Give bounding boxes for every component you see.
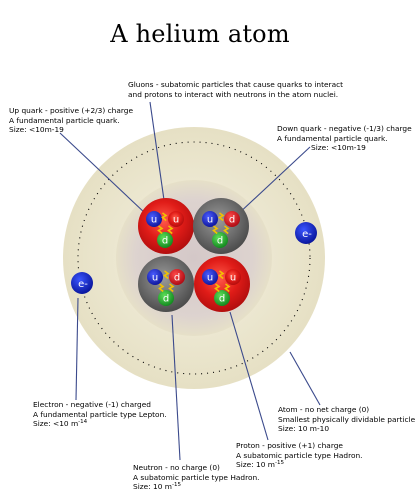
atom-diagram: u u d u d d u d d u bbox=[59, 101, 325, 461]
electron-right: e- bbox=[295, 222, 317, 244]
electron-orbit bbox=[77, 141, 311, 375]
up-quark bbox=[202, 269, 218, 285]
proton-bottom-right: u u d bbox=[194, 256, 250, 312]
svg-text:d: d bbox=[217, 236, 223, 247]
neutron-pointer bbox=[171, 314, 181, 461]
svg-text:u: u bbox=[207, 215, 213, 226]
neutron-label: Neutron - no charge (0) A subatomic part… bbox=[133, 463, 260, 492]
gluons-label: Gluons - subatomic particles that cause … bbox=[128, 80, 344, 99]
electron-pointer bbox=[75, 297, 79, 401]
down-quark bbox=[224, 211, 240, 227]
green-quark bbox=[157, 232, 173, 248]
proton-top-left: u u d bbox=[138, 198, 194, 254]
svg-text:d: d bbox=[162, 236, 168, 247]
svg-text:d: d bbox=[229, 215, 235, 226]
down-quark bbox=[169, 269, 185, 285]
electron-label: Electron - negative (-1) charged A funda… bbox=[33, 400, 167, 429]
up-quark bbox=[168, 211, 184, 227]
nucleus-halo bbox=[116, 180, 272, 336]
svg-text:u: u bbox=[230, 273, 236, 284]
proton-pointer bbox=[229, 311, 269, 441]
up-quark bbox=[146, 211, 162, 227]
green-quark bbox=[158, 290, 174, 306]
neutron-top-right: u d d bbox=[193, 198, 249, 254]
pointer-lines bbox=[59, 101, 321, 461]
up-quark bbox=[225, 269, 241, 285]
up-quark-pointer bbox=[59, 132, 147, 215]
svg-text:u: u bbox=[152, 273, 158, 284]
svg-text:u: u bbox=[173, 215, 179, 226]
svg-text:e-: e- bbox=[302, 229, 312, 240]
proton-label: Proton - positive (+1) charge A subatomi… bbox=[236, 441, 363, 470]
electron-left: e- bbox=[71, 272, 93, 294]
up-quark bbox=[147, 269, 163, 285]
down-quark-pointer bbox=[235, 146, 311, 217]
up-quark-label: Up quark - positive (+2/3) charge A fund… bbox=[9, 106, 134, 135]
atom-pointer bbox=[289, 351, 321, 406]
green-quark bbox=[212, 232, 228, 248]
green-quark bbox=[214, 290, 230, 306]
svg-text:u: u bbox=[151, 215, 157, 226]
gluon-pointer bbox=[149, 101, 167, 215]
diagram-title: A helium atom bbox=[110, 20, 290, 48]
svg-text:d: d bbox=[163, 294, 169, 305]
svg-text:e-: e- bbox=[78, 279, 88, 290]
atom-label: Atom - no net charge (0) Smallest physic… bbox=[278, 405, 415, 434]
up-quark bbox=[202, 211, 218, 227]
neutron-bottom-left: u d d bbox=[138, 256, 194, 312]
svg-text:d: d bbox=[219, 294, 225, 305]
svg-text:u: u bbox=[207, 273, 213, 284]
down-quark-label: Down quark - negative (-1/3) charge A fu… bbox=[277, 124, 412, 153]
svg-text:d: d bbox=[174, 273, 180, 284]
